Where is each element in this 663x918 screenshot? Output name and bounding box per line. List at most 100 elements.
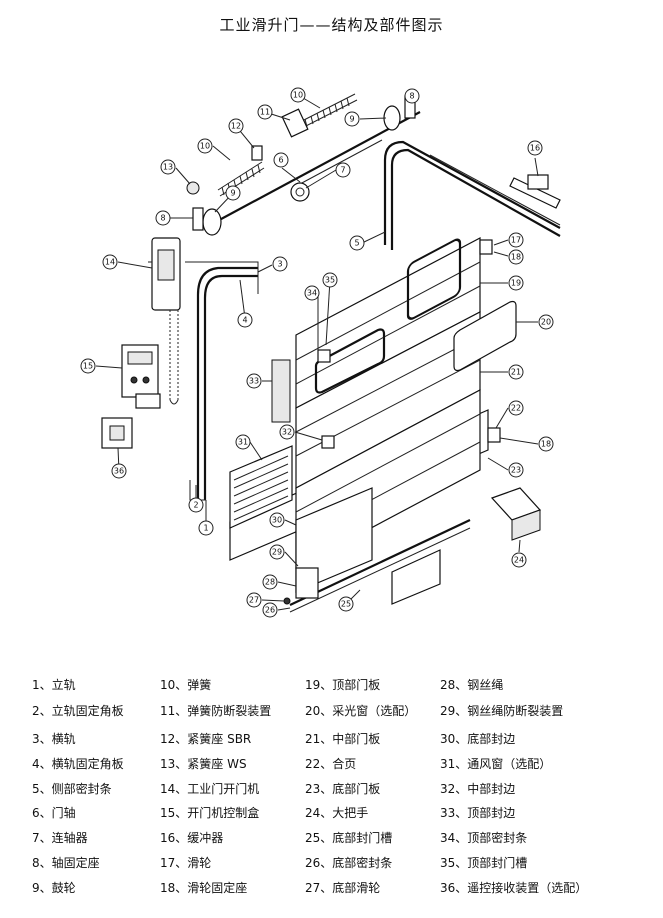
left-spring bbox=[217, 161, 265, 197]
left-track-assembly bbox=[185, 261, 259, 501]
svg-text:21: 21 bbox=[511, 368, 521, 377]
callout-23: 23 bbox=[508, 462, 524, 478]
legend-item: 11、弹簧防断裂装置 bbox=[160, 704, 272, 718]
legend-item: 4、横轨固定角板 bbox=[32, 757, 124, 771]
legend-item: 14、工业门开门机 bbox=[160, 782, 260, 796]
legend-item: 22、合页 bbox=[305, 757, 357, 771]
legend-item: 36、遥控接收装置（选配） bbox=[440, 881, 588, 895]
legend-item: 13、紧簧座 WS bbox=[160, 757, 247, 771]
svg-text:8: 8 bbox=[409, 92, 414, 101]
callout-19: 19 bbox=[508, 275, 524, 291]
callout-31: 31 bbox=[235, 434, 251, 450]
svg-text:31: 31 bbox=[238, 438, 248, 447]
ventilation-grille bbox=[229, 445, 293, 529]
svg-text:22: 22 bbox=[511, 404, 521, 413]
callout-36: 36 bbox=[111, 463, 127, 479]
callout-16: 16 bbox=[527, 140, 543, 156]
legend-item: 27、底部滑轮 bbox=[305, 881, 381, 895]
svg-text:33: 33 bbox=[249, 377, 259, 386]
legend-item: 28、钢丝绳 bbox=[440, 678, 504, 692]
svg-text:27: 27 bbox=[249, 596, 259, 605]
svg-text:15: 15 bbox=[83, 362, 93, 371]
legend-item: 15、开门机控制盒 bbox=[160, 806, 260, 820]
legend-item: 6、门轴 bbox=[32, 806, 76, 820]
legend-row: 7、连轴器 16、缓冲器 25、底部封门槽 34、顶部密封条 bbox=[0, 829, 663, 851]
svg-text:3: 3 bbox=[277, 260, 282, 269]
legend-row: 6、门轴 15、开门机控制盒 24、大把手 33、顶部封边 bbox=[0, 804, 663, 826]
callout-32: 32 bbox=[279, 424, 295, 440]
svg-text:18: 18 bbox=[511, 253, 521, 262]
legend-item: 23、底部门板 bbox=[305, 782, 381, 796]
svg-text:9: 9 bbox=[230, 189, 235, 198]
legend-item: 31、通风窗（选配） bbox=[440, 757, 552, 771]
legend-item: 30、底部封边 bbox=[440, 732, 516, 746]
callout-2: 2 bbox=[188, 497, 204, 513]
callout-9-right: 9 bbox=[344, 111, 360, 127]
svg-text:29: 29 bbox=[272, 548, 282, 557]
legend-item: 12、紧簧座 SBR bbox=[160, 732, 252, 746]
svg-text:23: 23 bbox=[511, 466, 521, 475]
svg-text:35: 35 bbox=[325, 276, 335, 285]
svg-text:9: 9 bbox=[349, 115, 354, 124]
svg-text:34: 34 bbox=[307, 289, 317, 298]
callout-17: 17 bbox=[508, 232, 524, 248]
callout-29: 29 bbox=[269, 544, 285, 560]
legend-row: 8、轴固定座 17、滑轮 26、底部密封条 35、顶部封门槽 bbox=[0, 854, 663, 876]
svg-text:28: 28 bbox=[265, 578, 275, 587]
svg-text:17: 17 bbox=[511, 236, 521, 245]
callout-27: 27 bbox=[246, 592, 262, 608]
buffer bbox=[509, 174, 561, 209]
callout-24: 24 bbox=[511, 552, 527, 568]
callout-15: 15 bbox=[80, 358, 96, 374]
legend-row: 1、立轨 10、弹簧 19、顶部门板 28、钢丝绳 bbox=[0, 676, 663, 698]
legend-item: 34、顶部密封条 bbox=[440, 831, 528, 845]
callout-25: 25 bbox=[338, 596, 354, 612]
svg-text:14: 14 bbox=[105, 258, 115, 267]
callout-20: 20 bbox=[538, 314, 554, 330]
svg-text:36: 36 bbox=[114, 467, 124, 476]
legend-row: 5、侧部密封条 14、工业门开门机 23、底部门板 32、中部封边 bbox=[0, 780, 663, 802]
svg-text:11: 11 bbox=[260, 108, 270, 117]
right-track-assembly bbox=[383, 140, 561, 250]
svg-text:24: 24 bbox=[514, 556, 524, 565]
callout-34: 34 bbox=[304, 285, 320, 301]
svg-text:20: 20 bbox=[541, 318, 551, 327]
legend-item: 24、大把手 bbox=[305, 806, 369, 820]
legend-item: 29、钢丝绳防断裂装置 bbox=[440, 704, 564, 718]
legend-item: 2、立轨固定角板 bbox=[32, 704, 124, 718]
legend-item: 25、底部封门槽 bbox=[305, 831, 393, 845]
svg-text:19: 19 bbox=[511, 279, 521, 288]
callout-22: 22 bbox=[508, 400, 524, 416]
svg-text:13: 13 bbox=[163, 163, 173, 172]
svg-text:10: 10 bbox=[200, 142, 210, 151]
diagram-title: 工业滑升门——结构及部件图示 bbox=[219, 16, 444, 34]
callout-10-left: 10 bbox=[197, 138, 213, 154]
legend-row: 9、鼓轮 18、滑轮固定座 27、底部滑轮 36、遥控接收装置（选配） bbox=[0, 879, 663, 901]
legend-item: 18、滑轮固定座 bbox=[160, 881, 248, 895]
legend-row: 4、横轨固定角板 13、紧簧座 WS 22、合页 31、通风窗（选配） bbox=[0, 755, 663, 777]
right-spring bbox=[299, 93, 358, 129]
svg-text:12: 12 bbox=[231, 122, 241, 131]
callout-8-left: 8 bbox=[155, 210, 171, 226]
callout-8-right: 8 bbox=[404, 88, 420, 104]
callout-7: 7 bbox=[335, 162, 351, 178]
svg-text:30: 30 bbox=[272, 516, 282, 525]
legend-item: 20、采光窗（选配） bbox=[305, 704, 417, 718]
legend-row: 2、立轨固定角板 11、弹簧防断裂装置 20、采光窗（选配） 29、钢丝绳防断裂… bbox=[0, 702, 663, 724]
legend-item: 19、顶部门板 bbox=[305, 678, 381, 692]
svg-text:16: 16 bbox=[530, 144, 540, 153]
svg-text:1: 1 bbox=[203, 524, 208, 533]
door-panels bbox=[229, 237, 517, 569]
legend-item: 1、立轨 bbox=[32, 678, 76, 692]
callout-30: 30 bbox=[269, 512, 285, 528]
legend-item: 3、横轨 bbox=[32, 732, 76, 746]
svg-text:6: 6 bbox=[278, 156, 283, 165]
svg-text:25: 25 bbox=[341, 600, 351, 609]
svg-text:18: 18 bbox=[541, 440, 551, 449]
callout-26: 26 bbox=[262, 602, 278, 618]
legend-item: 17、滑轮 bbox=[160, 856, 212, 870]
callout-11: 11 bbox=[257, 104, 273, 120]
callout-18-bottom: 18 bbox=[538, 436, 554, 452]
legend-item: 16、缓冲器 bbox=[160, 831, 224, 845]
legend-item: 35、顶部封门槽 bbox=[440, 856, 528, 870]
